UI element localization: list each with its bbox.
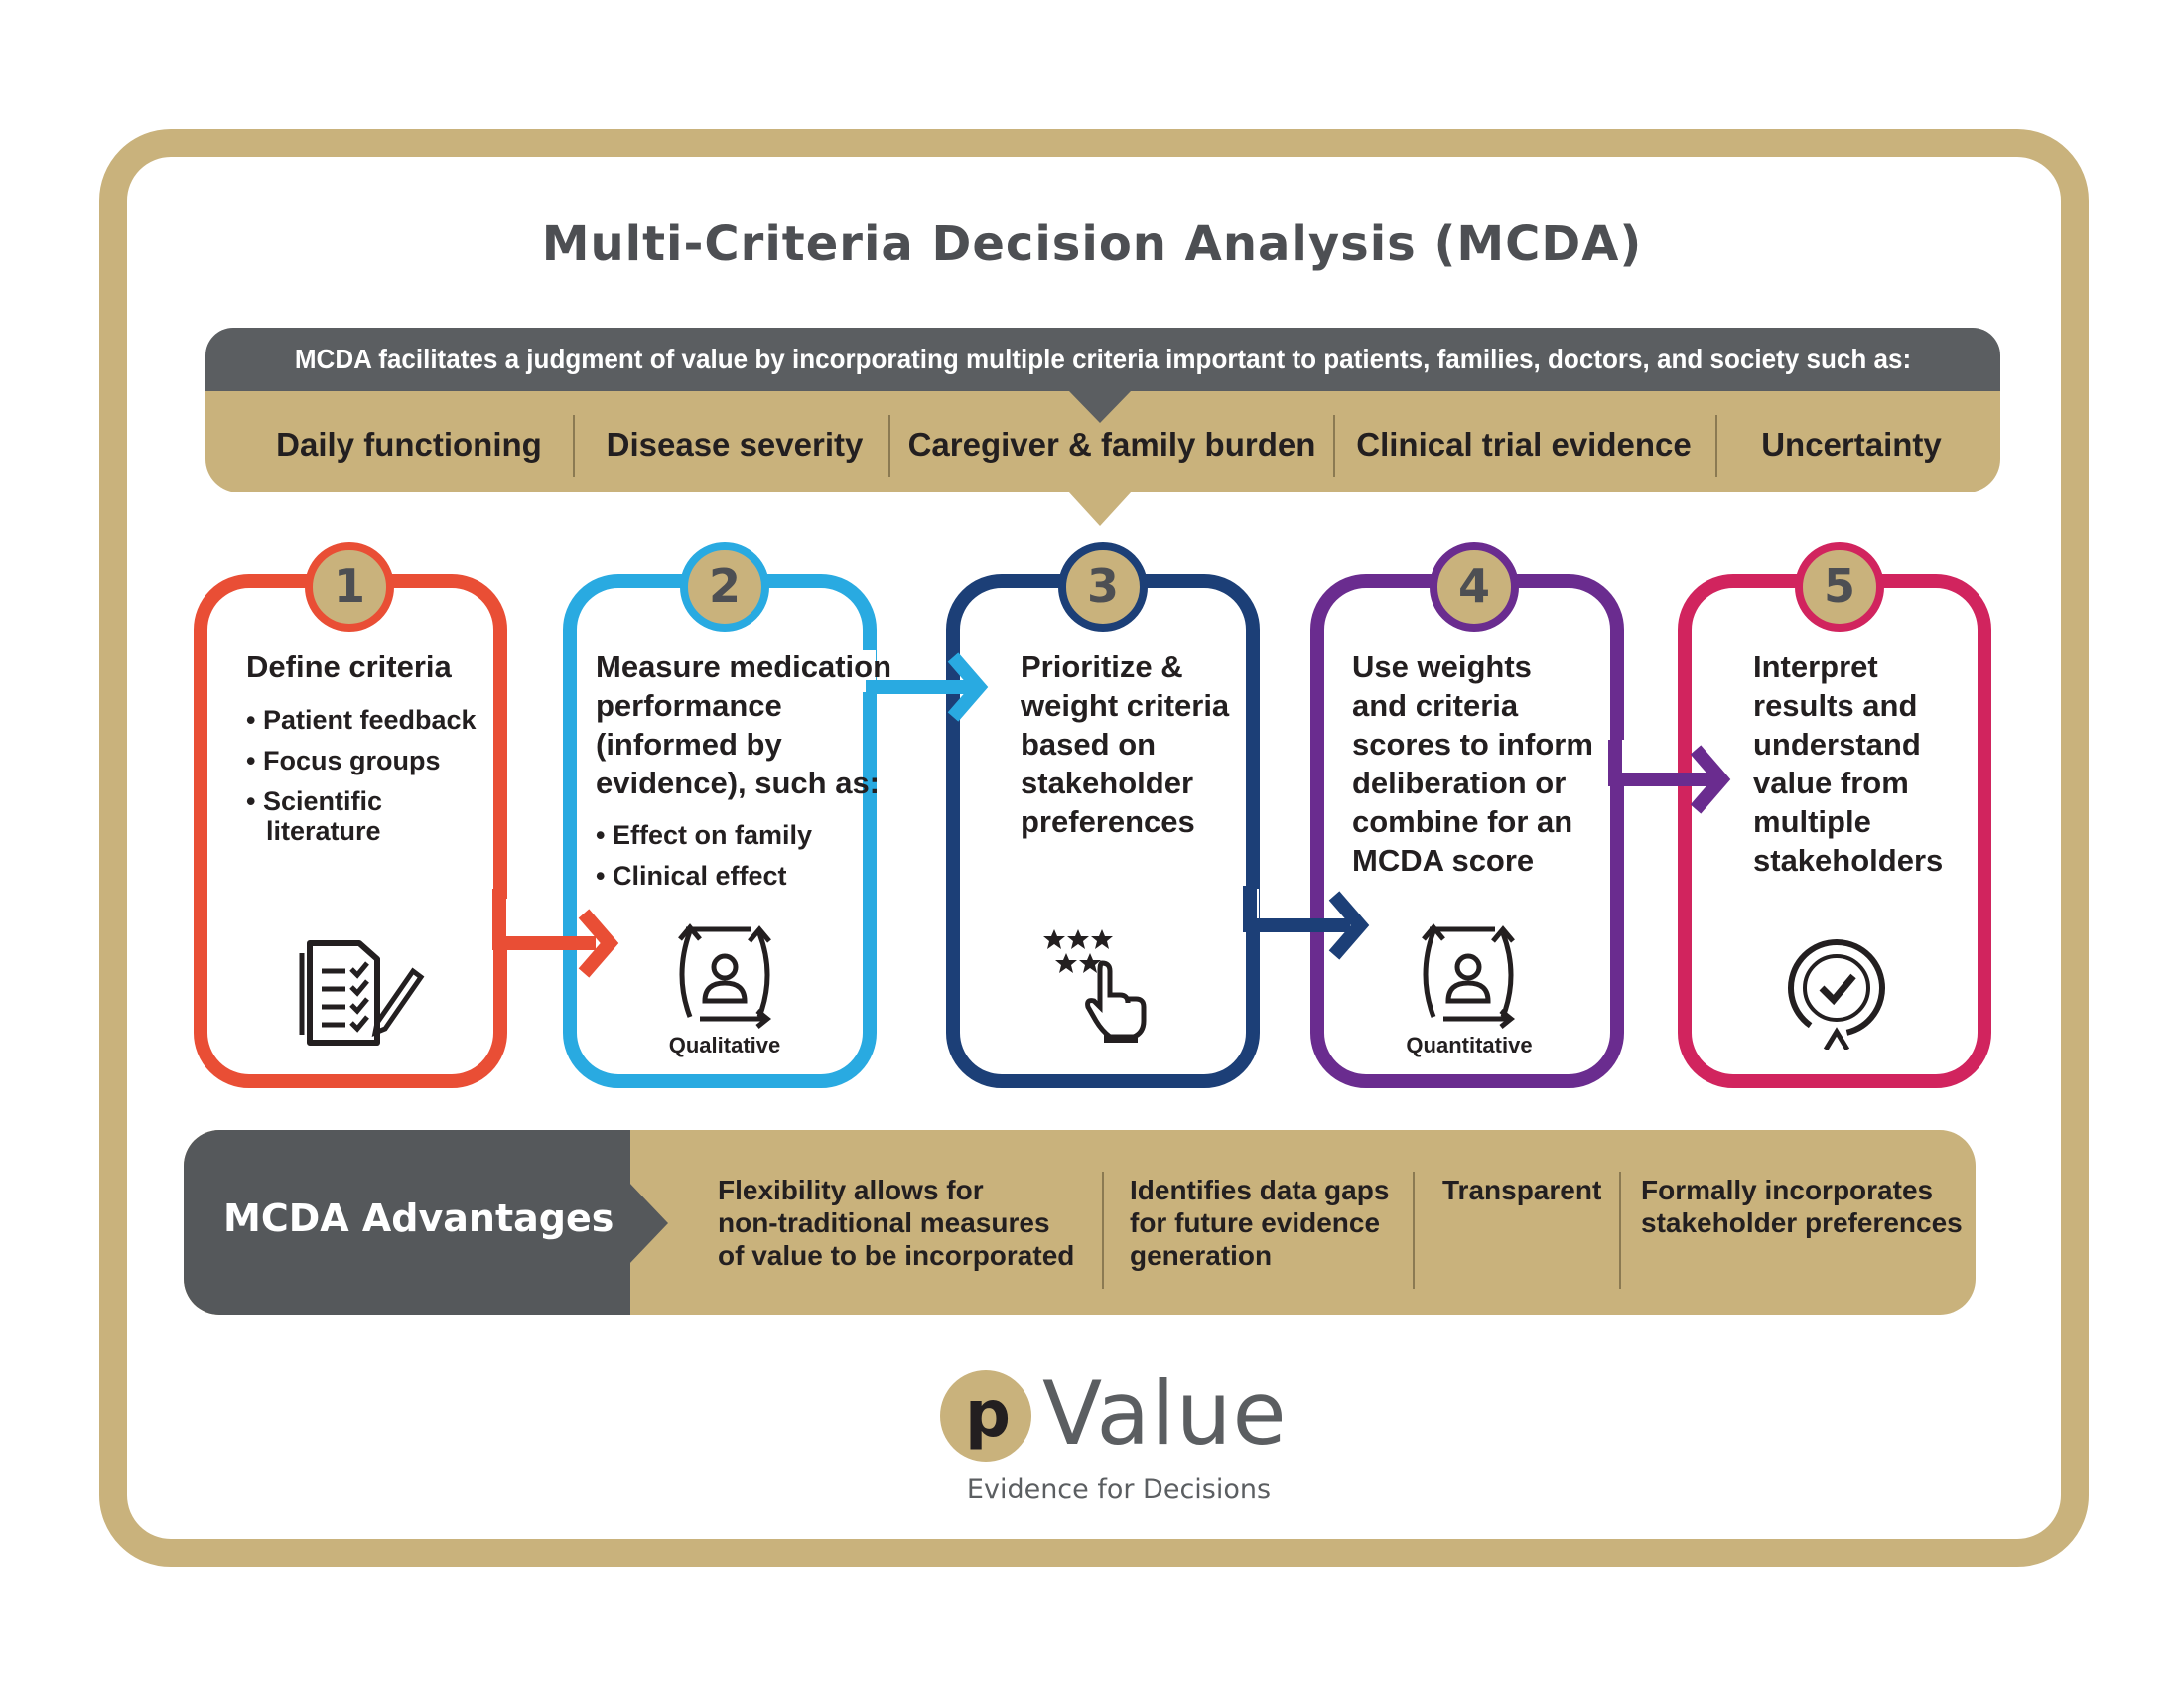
banner-pointer-down-bottom [1068, 492, 1132, 526]
criterion-clinical-trial-evidence: Clinical trial evidence [1356, 426, 1692, 463]
logo-wordmark: Value [1042, 1362, 1288, 1465]
advantages-title: MCDA Advantages [223, 1196, 614, 1240]
criterion-disease-severity: Disease severity [606, 426, 864, 463]
bullet-text: Scientific [262, 786, 383, 816]
person-cycle-icon [678, 923, 772, 1029]
page-title: Multi-Criteria Decision Analysis (MCDA) [541, 216, 1643, 272]
logo-letter: p [965, 1378, 1011, 1452]
advantage-item: Identifies data gaps for future evidence… [1130, 1175, 1390, 1271]
step-3-number-badge: 3 [1058, 542, 1148, 632]
connector-4-to-5 [1608, 740, 1731, 814]
criterion-divider [888, 415, 890, 477]
step-2-bullet: • Effect on family [596, 820, 813, 850]
step-5-title: Interpret results and understand value f… [1753, 649, 1944, 878]
logo-tagline: Evidence for Decisions [966, 1475, 1272, 1505]
advantage-item: Transparent [1442, 1175, 1602, 1205]
bullet-text: Clinical effect [612, 861, 787, 891]
step-5-number-badge: 5 [1795, 542, 1884, 632]
step-2-title: Measure medication performance (informed… [596, 649, 892, 800]
step-1-bullet-continued: literature [266, 816, 381, 846]
step-1-box [194, 574, 507, 1088]
step-1-title: Define criteria [246, 649, 452, 684]
connector-2-to-3 [866, 652, 989, 722]
advantage-item: Formally incorporates stakeholder prefer… [1641, 1175, 1963, 1238]
criterion-divider [1715, 415, 1717, 477]
award-check-icon [1788, 939, 1885, 1050]
pvalue-logo-mark: p [940, 1370, 1031, 1462]
advantage-divider [1413, 1172, 1415, 1289]
criteria-banner-text: MCDA facilitates a judgment of value by … [294, 344, 1912, 374]
advantages-title-panel [184, 1130, 630, 1315]
criterion-divider [1333, 415, 1335, 477]
step-1-bullet: • Scientific [246, 786, 383, 816]
person-cycle-icon [1422, 923, 1516, 1029]
criterion-uncertainty: Uncertainty [1761, 426, 1942, 463]
connector-1-to-2 [492, 889, 619, 978]
bullet-text: Patient feedback [262, 705, 477, 735]
advantage-divider [1102, 1172, 1104, 1289]
bullet-text: Focus groups [262, 746, 441, 775]
checklist-icon [299, 940, 425, 1046]
criterion-daily-functioning: Daily functioning [276, 426, 542, 463]
step-1-number-badge: 1 [305, 542, 394, 632]
step-2-bullet: • Clinical effect [596, 861, 787, 891]
step-4-title: Use weights and criteria scores to infor… [1352, 649, 1593, 878]
advantage-item: Flexibility allows for non-traditional m… [718, 1175, 1075, 1271]
star-rating-hand-icon [1043, 929, 1147, 1043]
connector-3-to-4 [1243, 886, 1370, 960]
quantitative-label: Quantitative [1406, 1033, 1533, 1057]
criterion-caregiver-burden: Caregiver & family burden [907, 426, 1316, 463]
step-2-number-badge: 2 [680, 542, 769, 632]
banner-pointer-down-top [1068, 390, 1132, 423]
step-1-bullet: • Focus groups [246, 746, 441, 775]
qualitative-label: Qualitative [668, 1033, 781, 1057]
advantage-divider [1619, 1172, 1621, 1289]
advantages-pointer [628, 1182, 668, 1265]
criterion-divider [573, 415, 575, 477]
step-3-box [946, 574, 1260, 1088]
bullet-text: Effect on family [612, 820, 813, 850]
step-1-bullet: • Patient feedback [246, 705, 477, 735]
step-3-title: Prioritize & weight criteria based on st… [1021, 649, 1230, 839]
step-4-number-badge: 4 [1430, 542, 1519, 632]
criteria-banner-heading: MCDA facilitates a judgment of value by … [205, 328, 2000, 391]
